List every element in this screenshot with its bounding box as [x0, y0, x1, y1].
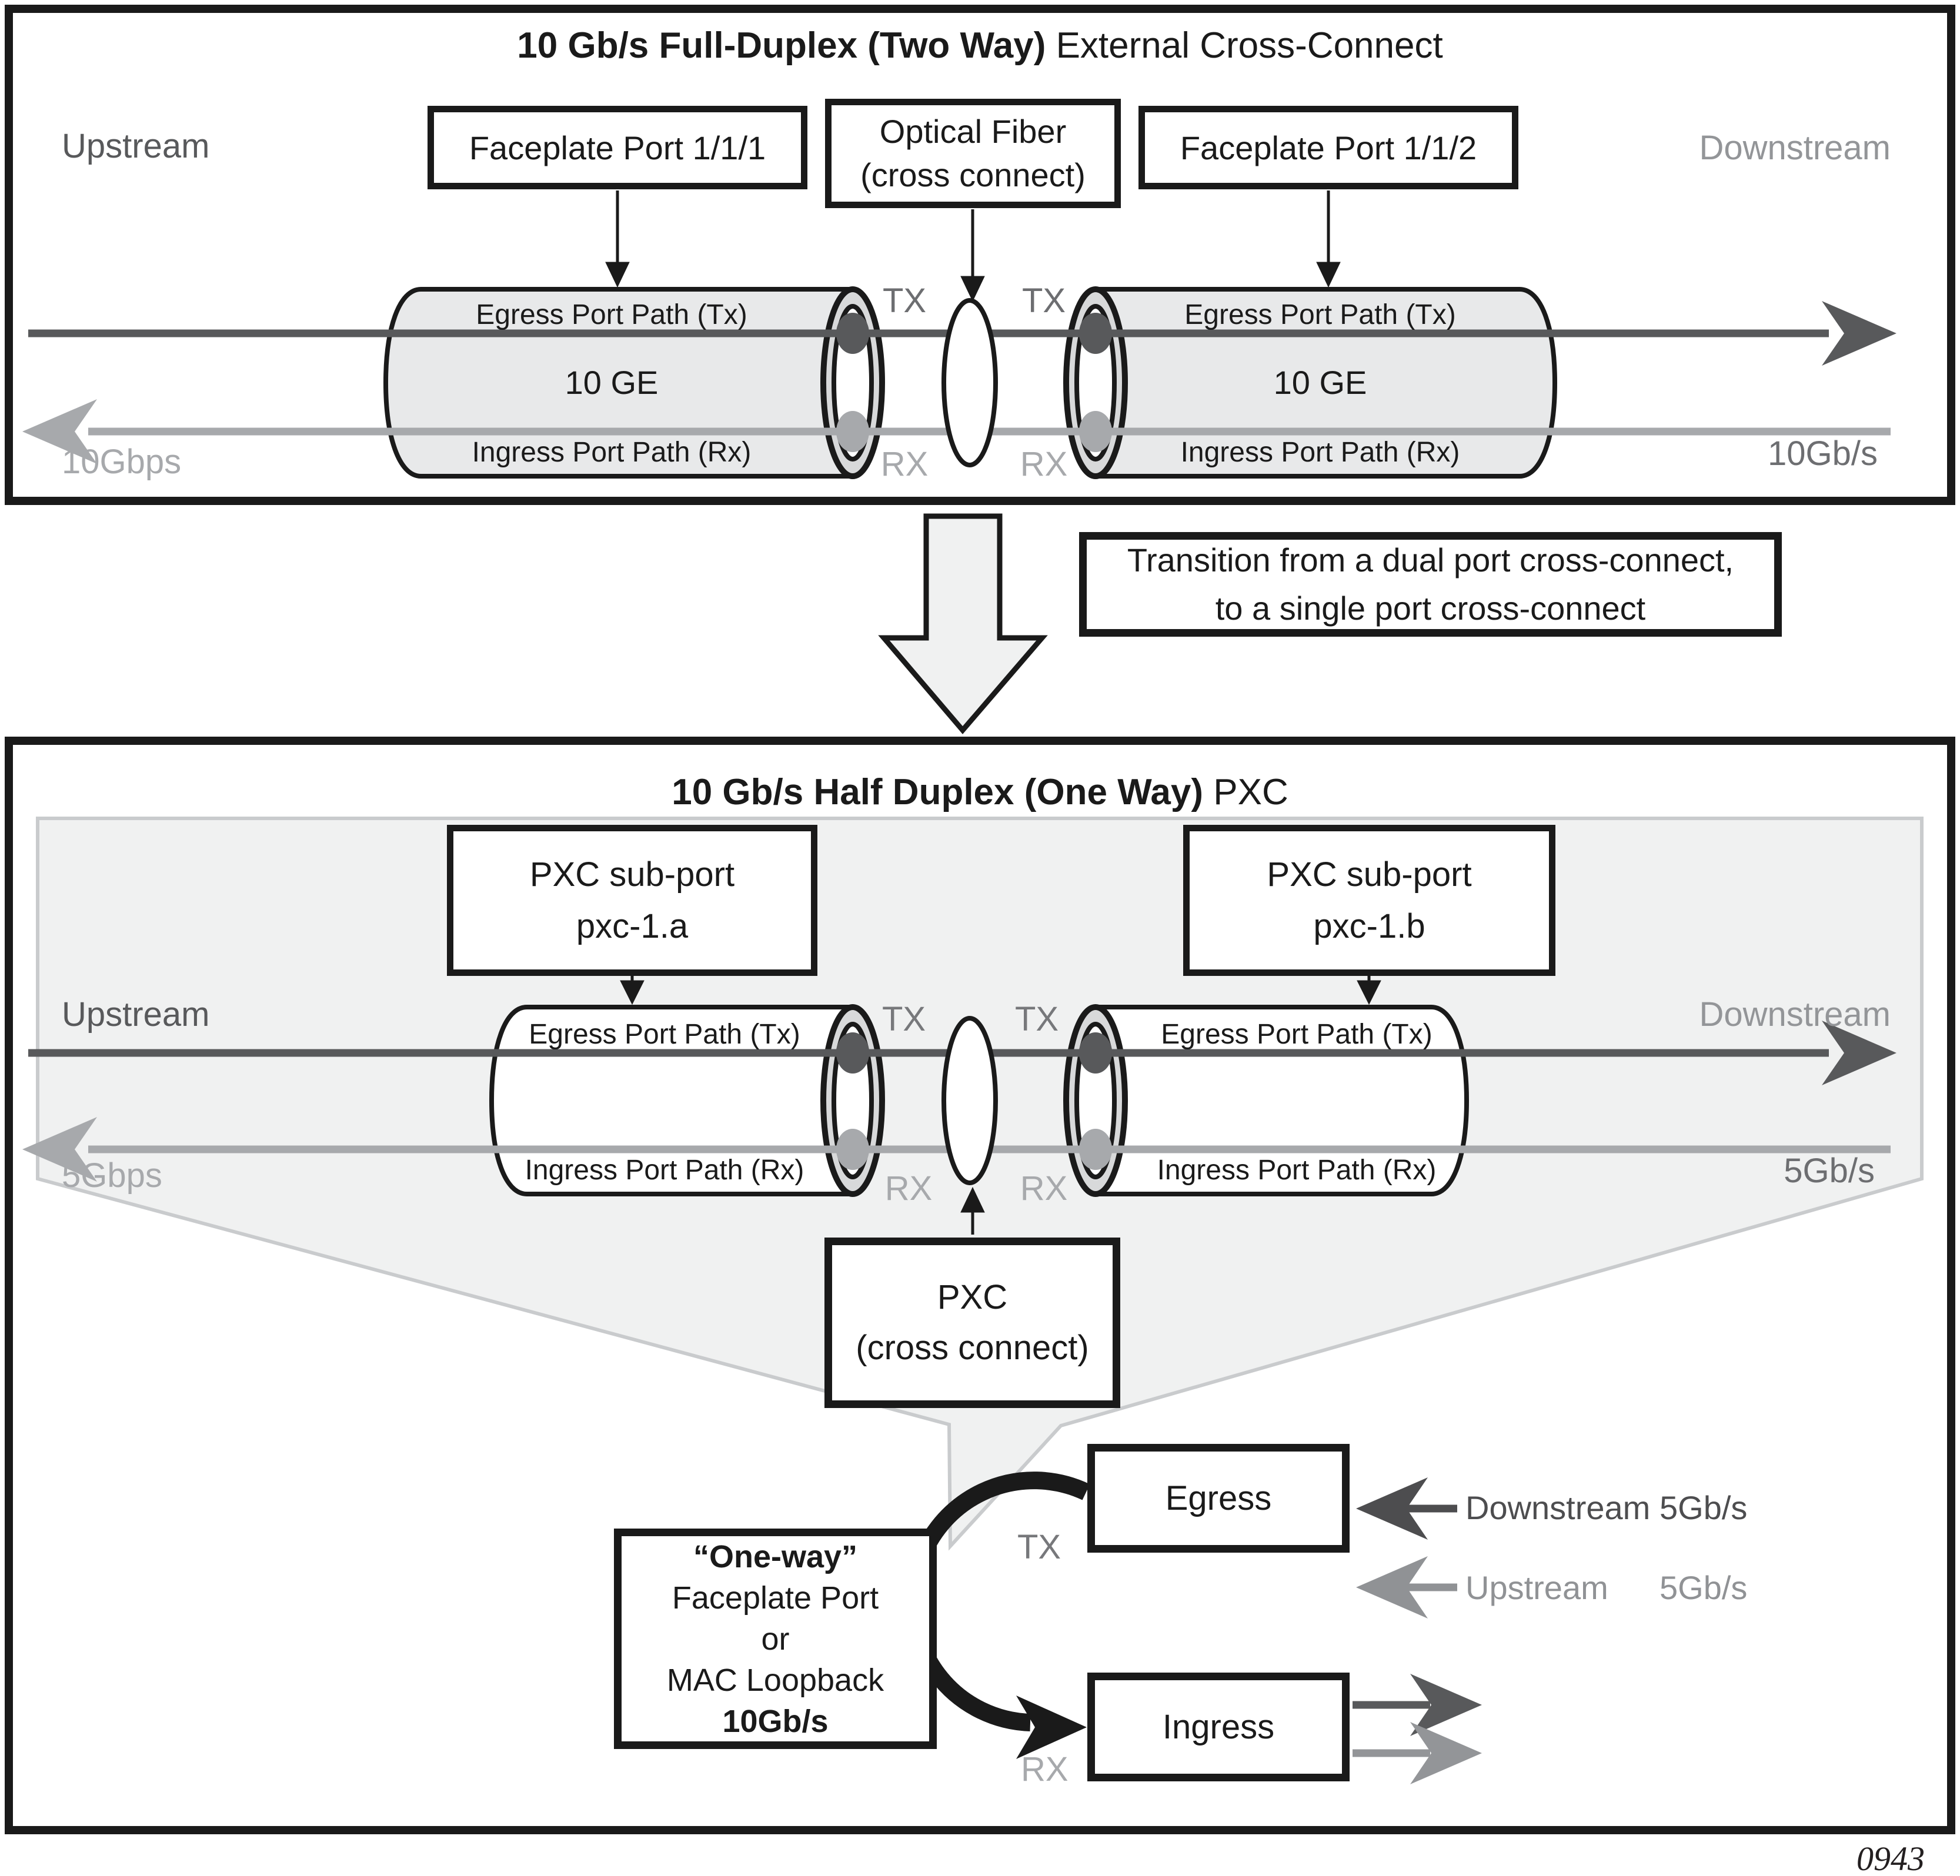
pxc-subport-a-box: PXC sub-port pxc-1.a — [447, 825, 817, 976]
bottom-tx-right-label: TX — [1014, 1000, 1059, 1038]
bottom-pxc-ellipse — [941, 1016, 998, 1185]
bottom-title-bold: 10 Gb/s Half Duplex (One Way) — [672, 772, 1204, 812]
top-tx-left-label: TX — [882, 282, 927, 320]
faceplate-port-111-box: Faceplate Port 1/1/1 — [428, 106, 807, 189]
optical-fiber-box: Optical Fiber (cross connect) — [825, 99, 1121, 208]
loopback-rx-label: RX — [1021, 1750, 1069, 1788]
pxc-subport-b-line1: PXC sub-port — [1267, 855, 1472, 894]
top-rx-right-label: RX — [1020, 445, 1068, 483]
pxc-subport-b-line2: pxc-1.b — [1313, 907, 1425, 945]
top-downstream-label: Downstream — [1699, 129, 1891, 167]
top-tx-right-label: TX — [1021, 282, 1066, 320]
legend-downstream-arrow — [1356, 1477, 1457, 1540]
transition-down-arrow-icon — [878, 513, 1048, 734]
pxc-subport-a-arrow-icon — [620, 976, 645, 1005]
top-rate-left-label: 10Gbps — [62, 443, 182, 481]
oneway-line4: MAC Loopback — [666, 1662, 884, 1698]
top-upstream-label: Upstream — [62, 127, 210, 165]
legend-downstream-label: Downstream — [1465, 1489, 1651, 1526]
bottom-rate-right-label: 5Gb/s — [1784, 1152, 1875, 1190]
pxc-subport-b-box: PXC sub-port pxc-1.b — [1183, 825, 1555, 976]
optical-fiber-arrow-icon — [960, 209, 985, 302]
ingress-box-label: Ingress — [1162, 1708, 1275, 1746]
egress-box-label: Egress — [1165, 1479, 1272, 1517]
oneway-line3: or — [761, 1621, 790, 1657]
top-left-egress-path-label: Egress Port Path (Tx) — [476, 299, 747, 330]
faceplate-port-112-box: Faceplate Port 1/1/2 — [1138, 106, 1518, 189]
figure-number: 0943 — [1857, 1840, 1925, 1876]
legend-downstream-rate: 5Gb/s — [1660, 1489, 1748, 1526]
ingress-out-dark-arrow — [1353, 1674, 1482, 1736]
transition-note-line2: to a single port cross-connect — [1215, 590, 1646, 627]
bottom-right-tx-dot — [1079, 1032, 1112, 1074]
egress-box: Egress — [1087, 1444, 1350, 1553]
legend-upstream-label: Upstream — [1465, 1569, 1608, 1606]
pxc-cross-connect-box: PXC (cross connect) — [824, 1238, 1120, 1408]
top-rx-left-label: RX — [880, 445, 929, 483]
top-left-rx-dot — [836, 411, 869, 452]
top-tx-flow-arrow — [28, 301, 1896, 366]
funnel-shape — [36, 817, 1924, 1551]
bottom-tx-flow-arrow — [28, 1021, 1896, 1085]
pxc-subport-a-line1: PXC sub-port — [529, 855, 735, 894]
top-title-bold: 10 Gb/s Full-Duplex (Two Way) — [517, 25, 1046, 66]
bottom-title-rest: PXC — [1203, 772, 1288, 812]
top-right-rx-dot — [1079, 411, 1112, 452]
faceplate-port-112-label: Faceplate Port 1/1/2 — [1180, 129, 1477, 166]
bottom-upstream-label: Upstream — [62, 995, 210, 1034]
bottom-right-rx-dot — [1079, 1129, 1112, 1170]
loopback-arc-arrow — [904, 1472, 1090, 1759]
bottom-left-rx-dot — [836, 1129, 869, 1170]
faceplate-112-arrow-icon — [1316, 190, 1341, 288]
faceplate-port-111-label: Faceplate Port 1/1/1 — [469, 129, 766, 166]
pxc-box-up-arrow-icon — [960, 1186, 985, 1235]
optical-fiber-label-1: Optical Fiber — [879, 113, 1067, 150]
top-right-tx-dot — [1079, 313, 1112, 354]
top-title-rest: External Cross-Connect — [1046, 25, 1443, 66]
oneway-line1: “One-way” — [693, 1539, 858, 1574]
bottom-right-ingress-path-label: Ingress Port Path (Rx) — [1157, 1155, 1437, 1186]
bottom-rate-left-label: 5Gbps — [62, 1156, 162, 1195]
transition-note-box: Transition from a dual port cross-connec… — [1079, 532, 1782, 637]
bottom-left-egress-path-label: Egress Port Path (Tx) — [529, 1019, 800, 1050]
top-right-egress-path-label: Egress Port Path (Tx) — [1184, 299, 1456, 330]
optical-fiber-label-2: (cross connect) — [860, 156, 1086, 193]
top-panel-title: 10 Gb/s Full-Duplex (Two Way) External C… — [0, 25, 1960, 66]
bottom-rx-right-label: RX — [1020, 1169, 1068, 1208]
bottom-left-ingress-path-label: Ingress Port Path (Rx) — [525, 1155, 804, 1186]
top-rate-right-label: 10Gb/s — [1768, 434, 1878, 473]
bottom-right-egress-path-label: Egress Port Path (Tx) — [1161, 1019, 1433, 1050]
transition-note-line1: Transition from a dual port cross-connec… — [1127, 541, 1734, 578]
top-right-ingress-path-label: Ingress Port Path (Rx) — [1180, 437, 1460, 468]
oneway-line5: 10Gb/s — [722, 1703, 829, 1739]
legend-upstream-rate: 5Gb/s — [1660, 1569, 1748, 1606]
oneway-line2: Faceplate Port — [672, 1580, 879, 1616]
bottom-rx-left-label: RX — [884, 1169, 933, 1208]
bottom-left-tx-dot — [836, 1032, 869, 1074]
top-fiber-ellipse — [941, 298, 998, 467]
bottom-downstream-label: Downstream — [1699, 995, 1891, 1034]
bottom-tx-left-label: TX — [882, 1000, 926, 1038]
top-left-10ge-label: 10 GE — [565, 364, 659, 401]
faceplate-111-arrow-icon — [605, 190, 630, 288]
top-left-tx-dot — [836, 313, 869, 354]
pxc-subport-b-arrow-icon — [1357, 976, 1381, 1005]
pxc-cross-connect-line1: PXC — [937, 1278, 1008, 1316]
oneway-faceplate-box: “One-way” Faceplate Port or MAC Loopback… — [614, 1529, 937, 1749]
pxc-subport-a-line2: pxc-1.a — [576, 907, 689, 945]
loopback-tx-label: TX — [1017, 1528, 1061, 1566]
top-right-10ge-label: 10 GE — [1273, 364, 1367, 401]
legend-upstream-arrow — [1356, 1556, 1457, 1618]
top-left-ingress-path-label: Ingress Port Path (Rx) — [472, 437, 752, 468]
ingress-box: Ingress — [1087, 1673, 1350, 1781]
ingress-out-light-arrow — [1353, 1722, 1482, 1784]
pxc-cross-connect-line2: (cross connect) — [856, 1329, 1089, 1367]
bottom-panel-title: 10 Gb/s Half Duplex (One Way) PXC — [0, 771, 1960, 813]
